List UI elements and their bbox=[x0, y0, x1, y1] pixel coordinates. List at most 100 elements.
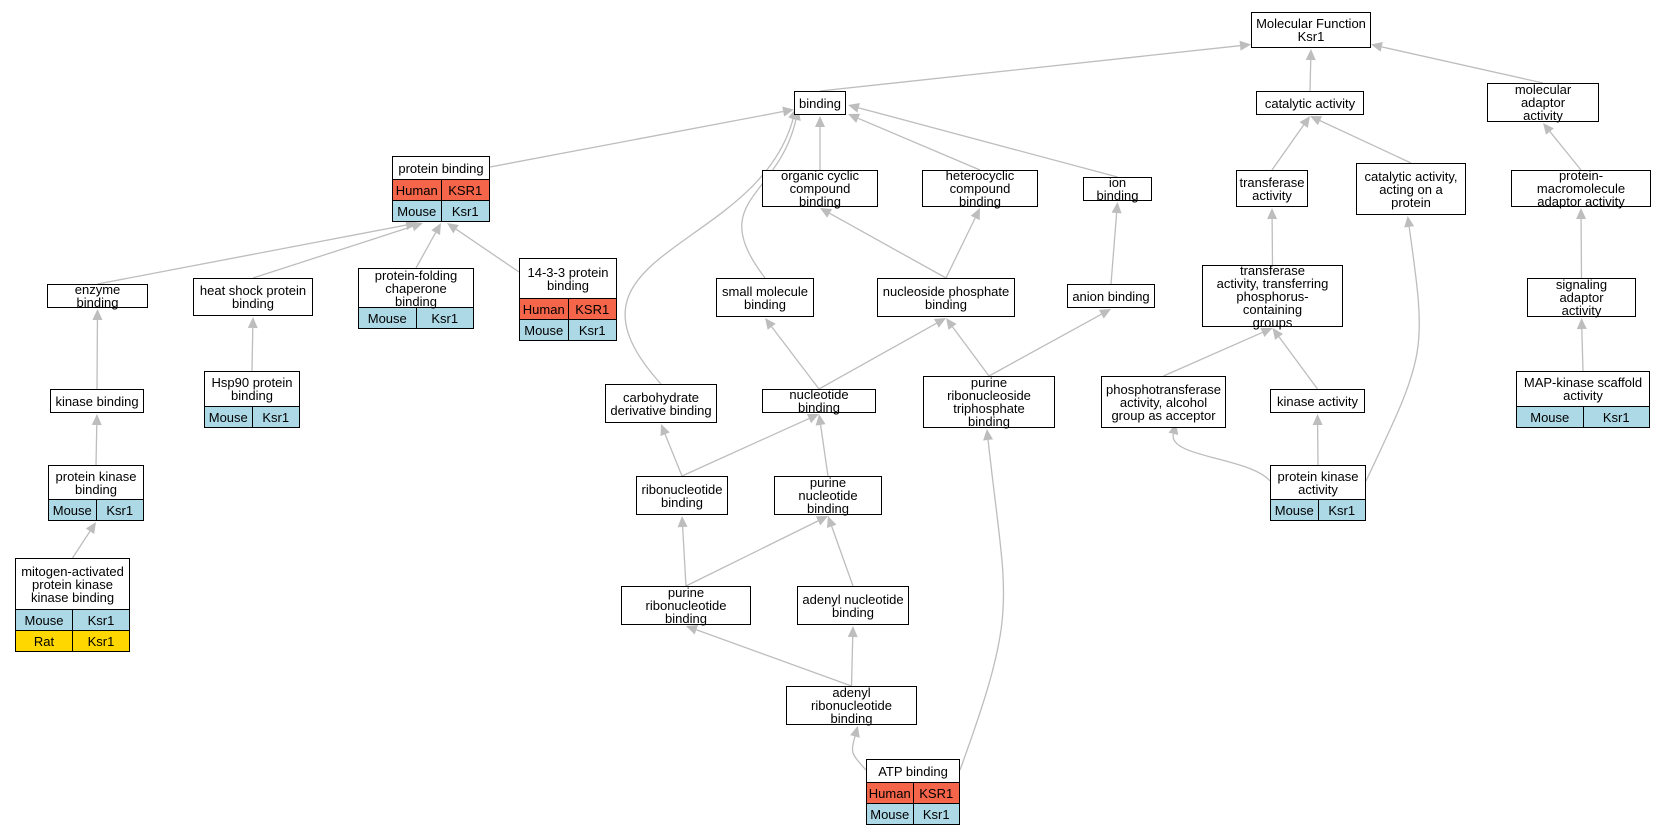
go-term-adaptor[interactable]: molecular adaptor activity bbox=[1487, 83, 1599, 122]
go-term-transferase[interactable]: transferase activity bbox=[1236, 170, 1308, 207]
edge-arrowhead bbox=[815, 516, 828, 526]
edge-arrowhead bbox=[1543, 123, 1554, 135]
species-cell: Mouse bbox=[24, 612, 64, 628]
go-term-label: kinase activity bbox=[1277, 393, 1358, 409]
edge-purine-ribonuc-to-ribonucleotide bbox=[681, 526, 687, 587]
gene-cell: Ksr1 bbox=[912, 804, 960, 824]
go-term-purine-nuc[interactable]: purine nucleotide binding bbox=[774, 476, 882, 515]
edge-arrowhead bbox=[410, 221, 423, 232]
edge-arrowhead bbox=[806, 413, 819, 424]
edge-arrowhead bbox=[1272, 328, 1284, 340]
edge-arrowhead bbox=[85, 522, 96, 534]
go-term-label: Hsp90 protein binding bbox=[211, 375, 293, 403]
species-cell: Mouse bbox=[870, 806, 910, 822]
edge-arrowhead bbox=[848, 113, 861, 123]
edge-arrowhead bbox=[1299, 116, 1310, 128]
go-term-purine-ribonucleoside-tp[interactable]: purine ribonucleoside triphosphate bindi… bbox=[923, 376, 1055, 428]
edge-arrowhead bbox=[1111, 202, 1122, 214]
edge-hsp90-to-hsp-binding bbox=[251, 327, 254, 372]
edge-nuc-phos-to-heterocyclic bbox=[945, 217, 976, 279]
go-term-label: mitogen-activated protein kinase kinase … bbox=[21, 563, 124, 605]
go-term-small-mol[interactable]: small molecule binding bbox=[716, 278, 814, 317]
annotation-row-mouse: Mouse Ksr1 bbox=[16, 609, 129, 630]
go-term-anion[interactable]: anion binding bbox=[1067, 284, 1155, 308]
go-term-mf[interactable]: Molecular Function Ksr1 bbox=[1251, 12, 1371, 48]
go-term-trans-phos[interactable]: transferase activity, transferring phosp… bbox=[1202, 264, 1343, 329]
go-term-heterocyclic[interactable]: heterocyclic compound binding bbox=[922, 169, 1038, 208]
go-term-sig-adaptor[interactable]: signaling adaptor activity bbox=[1527, 278, 1636, 317]
edge-nuc-phos-to-organic-cyclic bbox=[829, 212, 947, 279]
go-term-adenyl-ribonuc[interactable]: adenyl ribonucleotide binding bbox=[786, 686, 917, 725]
edge-small-mol-to-binding bbox=[741, 119, 797, 279]
edge-mapk-scaffold-to-sig-adaptor bbox=[1581, 328, 1584, 372]
edge-nucleotide-to-small-mol bbox=[771, 326, 820, 390]
edge-arrowhead bbox=[933, 318, 946, 328]
go-term-label: phosphotransferase activity, alcohol gro… bbox=[1106, 381, 1221, 423]
edge-atp-to-adenyl-ribonuc bbox=[851, 736, 867, 771]
edge-adenyl-ribonuc-to-adenyl-nuc bbox=[850, 636, 854, 687]
go-term-carb-deriv[interactable]: carbohydrate derivative binding bbox=[605, 384, 717, 423]
edge-heterocyclic-to-binding bbox=[857, 117, 981, 171]
go-term-enzyme-binding[interactable]: enzyme binding bbox=[47, 282, 148, 310]
go-term-mapkk-binding[interactable]: mitogen-activated protein kinase kinase … bbox=[15, 558, 130, 652]
edge-arrowhead bbox=[1576, 318, 1587, 330]
go-term-purine-ribonuc[interactable]: purine ribonucleotide binding bbox=[621, 586, 751, 625]
go-term-nuc-phos[interactable]: nucleoside phosphate binding bbox=[877, 278, 1015, 317]
edge-arrowhead bbox=[820, 208, 833, 218]
edge-arrowhead bbox=[660, 424, 670, 437]
go-term-cat-protein[interactable]: catalytic activity, acting on a protein bbox=[1356, 163, 1466, 215]
gene-cell: KSR1 bbox=[912, 783, 960, 803]
edge-arrowhead bbox=[970, 208, 980, 221]
edge-adaptor-to-mf bbox=[1381, 46, 1544, 84]
go-term-label: nucleoside phosphate binding bbox=[882, 283, 1010, 312]
go-term-nucleotide[interactable]: nucleotide binding bbox=[762, 388, 876, 414]
go-term-binding[interactable]: binding bbox=[794, 91, 846, 115]
edge-arrowhead bbox=[431, 223, 441, 236]
go-term-kinase-act[interactable]: kinase activity bbox=[1270, 389, 1365, 413]
species-cell: Mouse bbox=[397, 203, 437, 219]
edge-arrowhead bbox=[91, 414, 102, 426]
go-term-prot-macro[interactable]: protein-macromolecule adaptor activity bbox=[1511, 169, 1651, 208]
go-term-label: enzyme binding bbox=[74, 282, 121, 310]
edge-arrowhead bbox=[1267, 208, 1278, 220]
go-term-adenyl-nuc[interactable]: adenyl nucleotide binding bbox=[797, 586, 909, 625]
gene-cell: Ksr1 bbox=[72, 610, 129, 630]
go-term-hsp-binding[interactable]: heat shock protein binding bbox=[193, 278, 313, 316]
species-cell: Mouse bbox=[1274, 502, 1314, 518]
go-term-label: ATP binding bbox=[878, 763, 948, 779]
go-term-ribonucleotide[interactable]: ribonucleotide binding bbox=[636, 476, 728, 515]
edge-anion-to-ion-binding bbox=[1110, 212, 1118, 285]
go-term-organic-cyclic[interactable]: organic cyclic compound binding bbox=[762, 169, 878, 208]
go-term-ion-binding[interactable]: ion binding bbox=[1083, 176, 1152, 202]
edge-adenyl-nuc-to-purine-nuc bbox=[831, 526, 854, 587]
gene-cell: Ksr1 bbox=[1317, 500, 1366, 520]
go-term-kinase-binding[interactable]: kinase binding bbox=[50, 389, 144, 413]
go-term-label: heat shock protein binding bbox=[199, 283, 307, 311]
gene-cell: KSR1 bbox=[440, 180, 490, 200]
edge-arrowhead bbox=[983, 429, 994, 441]
edge-arrowhead bbox=[92, 309, 103, 321]
go-term-phosphotrans[interactable]: phosphotransferase activity, alcohol gro… bbox=[1101, 376, 1226, 428]
go-term-label: catalytic activity bbox=[1264, 95, 1356, 111]
go-term-label: adenyl nucleotide binding bbox=[802, 591, 904, 620]
gene-cell: Ksr1 bbox=[440, 201, 490, 221]
go-term-catalytic[interactable]: catalytic activity bbox=[1256, 91, 1364, 115]
edge-purine-ribonucleoside-tp-to-anion bbox=[988, 313, 1102, 377]
go-term-label: 14-3-3 protein binding bbox=[527, 264, 609, 293]
go-term-label: purine nucleotide binding bbox=[798, 475, 858, 516]
